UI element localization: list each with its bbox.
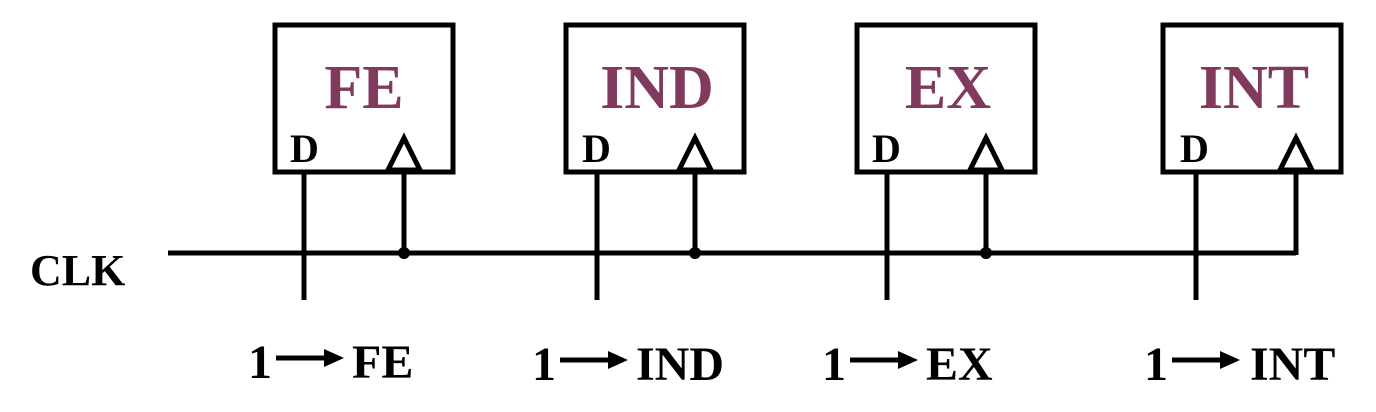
junction-dot	[980, 247, 992, 259]
input-value: 1	[822, 338, 846, 391]
junction-dot	[398, 247, 410, 259]
register-ex: EX D 1 EX	[822, 22, 1038, 391]
register-box	[563, 22, 747, 175]
register-box	[854, 22, 1038, 175]
register-fe: FE D 1 FE	[248, 22, 456, 389]
arrow-right-icon	[276, 349, 344, 367]
register-name: IND	[600, 54, 714, 122]
clock-label: CLK	[30, 246, 125, 295]
register-ind: IND D 1 IND	[532, 22, 747, 391]
d-pin-label: D	[1180, 126, 1209, 171]
register-box	[1160, 22, 1344, 175]
register-name: FE	[324, 54, 403, 122]
input-target: FE	[352, 336, 413, 389]
input-target: EX	[926, 338, 993, 391]
register-box	[272, 22, 456, 175]
input-label: 1 EX	[822, 338, 993, 391]
input-value: 1	[1144, 338, 1168, 391]
d-pin-label: D	[582, 126, 611, 171]
d-pin-label: D	[872, 126, 901, 171]
d-pin-label: D	[290, 126, 319, 171]
input-label: 1 FE	[248, 336, 413, 389]
input-value: 1	[248, 336, 272, 389]
input-target: INT	[1250, 338, 1335, 391]
input-target: IND	[636, 338, 724, 391]
arrow-right-icon	[850, 351, 918, 369]
input-value: 1	[532, 338, 556, 391]
arrow-right-icon	[1172, 351, 1240, 369]
input-label: 1 INT	[1144, 338, 1335, 391]
register-name: INT	[1199, 54, 1309, 122]
junction-dot	[689, 247, 701, 259]
register-name: EX	[905, 54, 991, 122]
arrow-right-icon	[560, 351, 628, 369]
input-label: 1 IND	[532, 338, 724, 391]
register-int: INT D 1 INT	[1144, 22, 1344, 391]
